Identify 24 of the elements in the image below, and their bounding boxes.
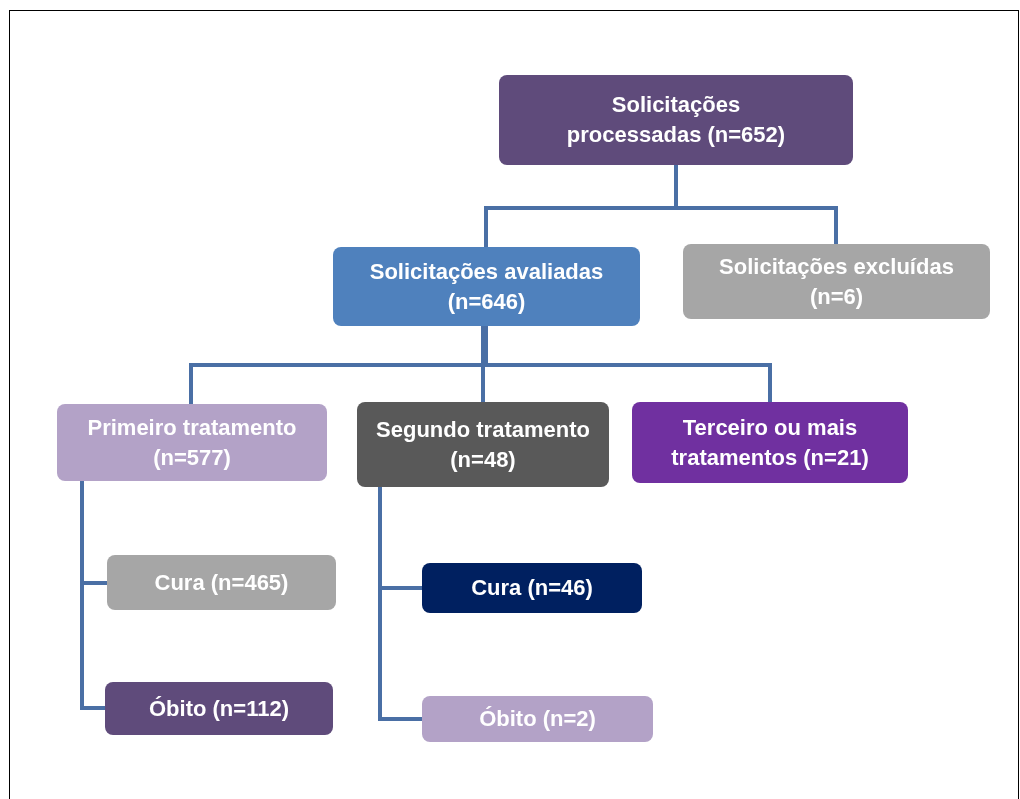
process-box	[499, 75, 853, 165]
process-box	[422, 696, 653, 742]
box-label: Solicitações excluídas (n=6)	[718, 252, 955, 311]
process-box	[422, 563, 642, 613]
connector-line	[378, 487, 422, 721]
process-box	[357, 402, 609, 487]
connector-line	[481, 326, 485, 402]
process-box	[57, 404, 327, 481]
box-label: Solicitações avaliadas (n=646)	[368, 257, 605, 316]
process-box	[333, 247, 640, 326]
connector-line	[674, 165, 838, 244]
box-label: Segundo tratamento (n=48)	[375, 415, 591, 474]
box-label: Óbito (n=2)	[479, 705, 596, 733]
connector-line	[80, 481, 105, 710]
process-box	[107, 555, 336, 610]
box-label: Cura (n=46)	[471, 574, 593, 602]
process-box	[683, 244, 990, 319]
process-box	[632, 402, 908, 483]
process-box	[105, 682, 333, 735]
box-label: Cura (n=465)	[154, 568, 289, 597]
box-label: Primeiro tratamento (n=577)	[86, 413, 298, 472]
box-label: Terceiro ou mais tratamentos (n=21)	[670, 413, 870, 472]
box-label: Óbito (n=112)	[149, 694, 289, 723]
box-label: Solicitações processadas (n=652)	[565, 91, 787, 149]
